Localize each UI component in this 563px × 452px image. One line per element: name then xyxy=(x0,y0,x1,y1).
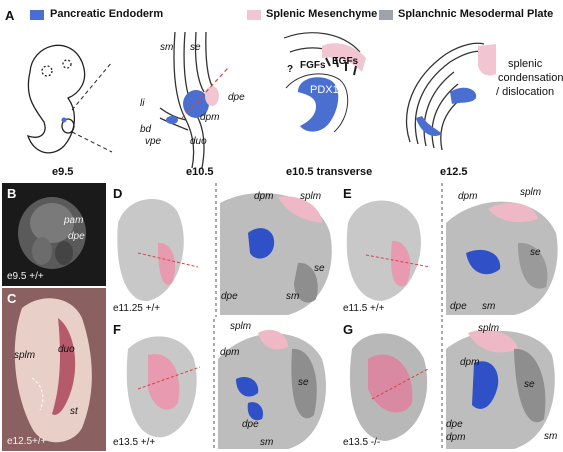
label-b-pam: pam xyxy=(64,215,83,226)
legend-swatch-splanchnic xyxy=(379,10,393,20)
label-vpe: vpe xyxy=(145,136,161,147)
label-g-dpm: dpm xyxy=(460,357,479,368)
label-d-splm: splm xyxy=(300,191,321,202)
panel-f: F splm dpm se dpe sm e13.5 +/+ xyxy=(108,319,336,451)
label-li: li xyxy=(140,98,144,109)
embryo-outline xyxy=(28,45,85,153)
label-se: se xyxy=(190,42,201,53)
genotype-g: e13.5 -/- xyxy=(343,437,380,448)
label-dislocation: / dislocation xyxy=(496,86,554,98)
pancreas-e125-b xyxy=(416,116,442,136)
label-g-se: se xyxy=(524,379,535,390)
zoom-line-top xyxy=(72,62,112,110)
label-d-dpe: dpe xyxy=(221,291,238,302)
label-condensation: condensation xyxy=(498,72,563,84)
label-d-se: se xyxy=(314,263,325,274)
splenic-mesenchyme-e105 xyxy=(205,86,219,106)
legend-swatch-pancreatic xyxy=(30,10,44,20)
label-f-splm: splm xyxy=(230,321,251,332)
label-f-sm: sm xyxy=(260,437,273,448)
label-c-st: st xyxy=(70,406,78,417)
panel-letter-f: F xyxy=(113,322,121,337)
genotype-b: e9.5 +/+ xyxy=(7,271,44,282)
genotype-f: e13.5 +/+ xyxy=(113,437,155,448)
panel-b: B pam dpe e9.5 +/+ xyxy=(2,183,106,286)
label-g-splm: splm xyxy=(478,323,499,334)
panel-letter-a: A xyxy=(5,8,14,23)
label-d-sm: sm xyxy=(286,291,299,302)
panel-g: G splm dpm dpe dpm se sm e13.5 -/- xyxy=(338,319,562,451)
embryo-endoderm-dot xyxy=(62,118,67,123)
panel-letter-e: E xyxy=(343,186,352,201)
label-splenic: splenic xyxy=(508,58,542,70)
label-g-dpe: dpe xyxy=(446,419,463,430)
splenic-condensation xyxy=(478,44,496,76)
label-bd: bd xyxy=(140,124,151,135)
label-dpm: dpm xyxy=(200,112,219,123)
zoom-line-bottom xyxy=(72,132,112,152)
legend-label-splanchnic: Splanchnic Mesodermal Plate xyxy=(398,8,553,20)
label-e-splm: splm xyxy=(520,187,541,198)
label-question: ? xyxy=(287,64,293,75)
label-egfs: EGFs xyxy=(332,56,358,67)
panel-d: D dpm splm dpe sm se e11.25 +/+ xyxy=(108,183,336,317)
genotype-d: e11.25 +/+ xyxy=(113,303,160,314)
panel-letter-d: D xyxy=(113,186,122,201)
panel-letter-b: B xyxy=(7,186,16,201)
label-f-dpe: dpe xyxy=(242,419,259,430)
label-e-dpe: dpe xyxy=(450,301,467,312)
genotype-e: e11.5 +/+ xyxy=(343,303,385,314)
genotype-c: e12.5+/+ xyxy=(7,436,46,447)
label-e-se: se xyxy=(530,247,541,258)
label-fgfs: FGFs xyxy=(300,60,326,71)
stage-e125: e12.5 xyxy=(440,166,468,178)
legend-label-splenic: Splenic Mesenchyme xyxy=(266,8,377,20)
label-e-sm: sm xyxy=(482,301,495,312)
label-e-dpm: dpm xyxy=(458,191,477,202)
ventral-pancreas-bud xyxy=(166,116,178,124)
panel-letter-c: C xyxy=(7,291,16,306)
label-pdx1: PDX1 xyxy=(310,84,339,96)
label-duo: duo xyxy=(190,136,207,147)
stage-e105-transverse: e10.5 transverse xyxy=(286,166,372,178)
label-b-dpe: dpe xyxy=(68,231,85,242)
label-d-dpm: dpm xyxy=(254,191,273,202)
stage-e105: e10.5 xyxy=(186,166,214,178)
label-sm: sm xyxy=(160,42,173,53)
label-dpe: dpe xyxy=(228,92,245,103)
label-g-sm: sm xyxy=(544,431,557,442)
label-f-dpm: dpm xyxy=(220,347,239,358)
panel-c: C splm duo st e12.5+/+ xyxy=(2,288,106,451)
schematic-drawings xyxy=(0,22,563,180)
label-c-splm: splm xyxy=(14,350,35,361)
label-g-dpm2: dpm xyxy=(446,432,465,443)
pancreas-e125-a xyxy=(450,88,476,104)
label-f-se: se xyxy=(298,377,309,388)
panel-e: E dpm splm dpe sm se e11.5 +/+ xyxy=(338,183,562,317)
panel-letter-g: G xyxy=(343,322,353,337)
stage-e95: e9.5 xyxy=(52,166,73,178)
label-c-duo: duo xyxy=(58,344,75,355)
legend-label-pancreatic: Pancreatic Endoderm xyxy=(50,8,163,20)
legend-swatch-splenic xyxy=(247,10,261,20)
